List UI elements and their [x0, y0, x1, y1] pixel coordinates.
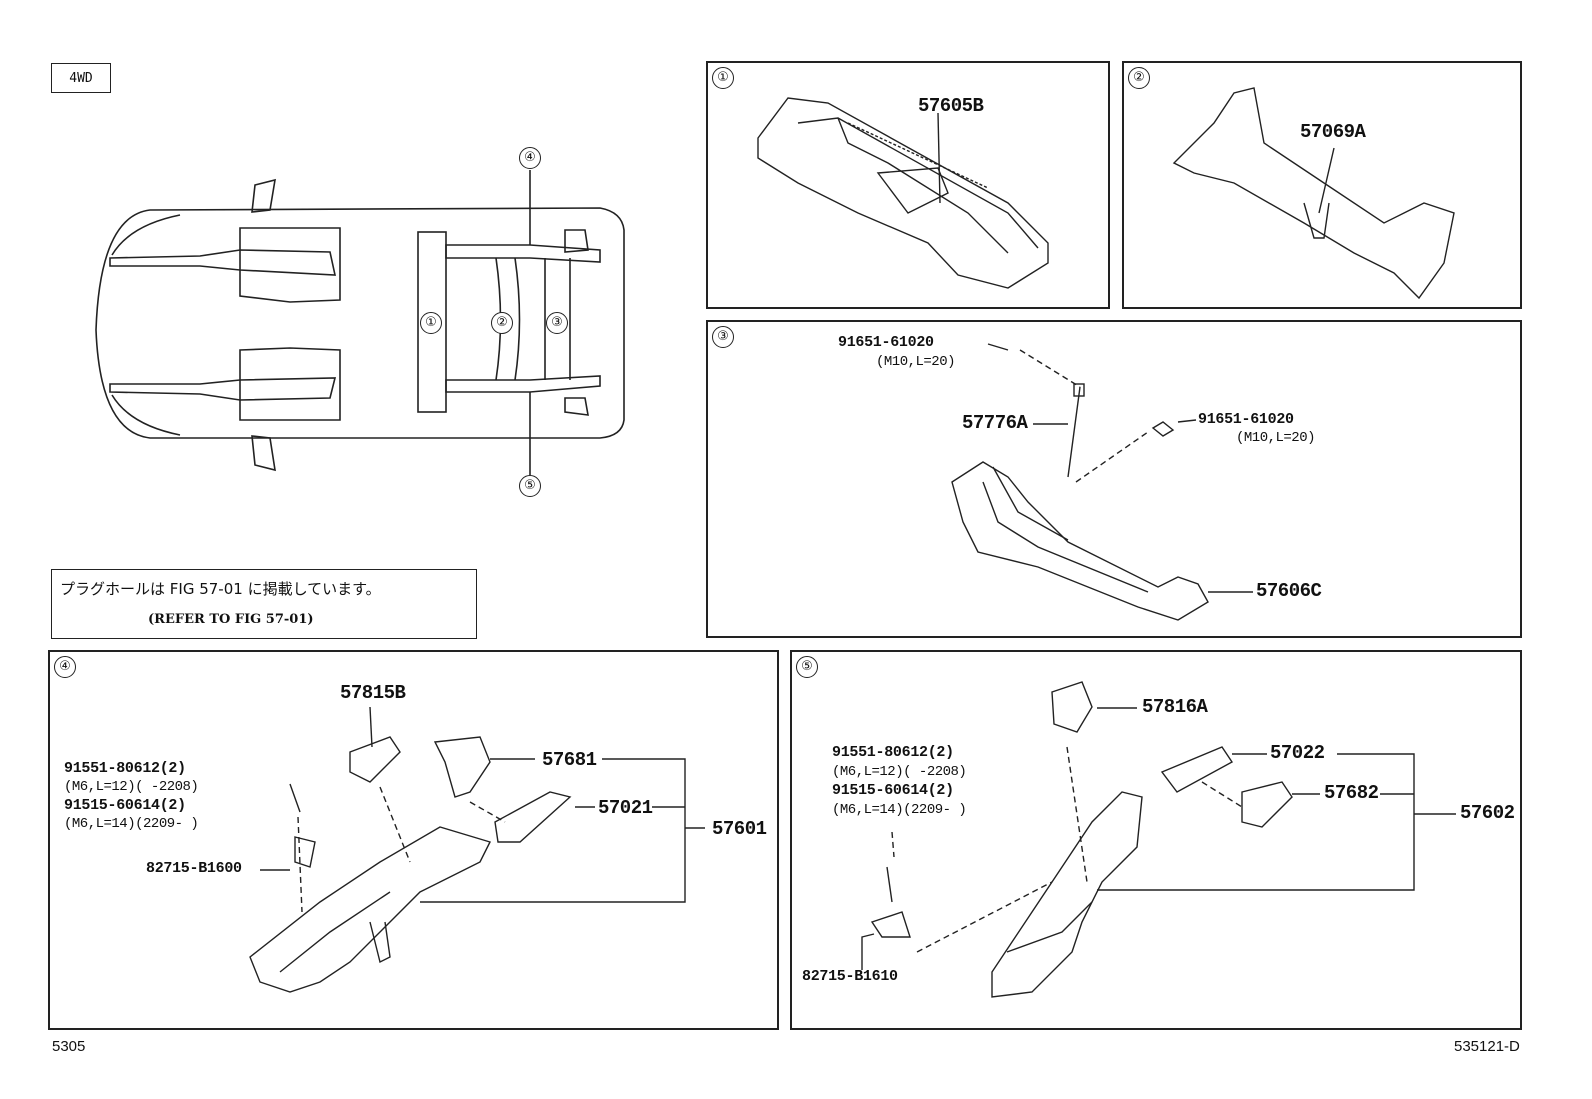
car-body-outline	[95, 207, 625, 439]
part-57682: 57682	[1324, 782, 1379, 804]
panel-2: ② 57069A	[1122, 61, 1522, 309]
panel-4-marker: ④	[54, 656, 76, 678]
panel-5-marker: ⑤	[796, 656, 818, 678]
note-japanese: プラグホールは FIG 57-01 に掲載しています。	[60, 580, 381, 598]
panel-4: ④ 57815B 57681 57021 57601 91551-80612(2…	[48, 650, 779, 1030]
part-82715-B1610: 82715-B1610	[802, 968, 898, 985]
drive-type-tag: 4WD	[51, 63, 111, 93]
footer-figure-code: 535121-D	[1454, 1038, 1520, 1055]
bolt-91551-80612-r: 91551-80612(2)	[832, 744, 954, 761]
bolt-91651-61020-b: 91651-61020	[1198, 411, 1294, 428]
panel-3: ③ 91651-61020 (M10,L=20) 57776A 91651-61…	[706, 320, 1522, 638]
overview-marker-1: ①	[420, 312, 442, 334]
bolt-91515-60614-spec: (M6,L=14)(2209- )	[64, 816, 199, 832]
part-57021: 57021	[598, 797, 653, 819]
part-57602: 57602	[1460, 802, 1515, 824]
bolt-91551-80612-spec: (M6,L=12)( -2208)	[64, 779, 199, 795]
part-57681: 57681	[542, 749, 597, 771]
panel-2-marker: ②	[1128, 67, 1150, 89]
part-57816A: 57816A	[1142, 696, 1208, 718]
bolt-91551-80612: 91551-80612(2)	[64, 760, 186, 777]
panel-3-marker: ③	[712, 326, 734, 348]
panel-1-drawing	[757, 97, 1049, 289]
panel-2-drawing	[1172, 87, 1455, 300]
part-57605B: 57605B	[918, 95, 984, 117]
bolt-91515-60614-r: 91515-60614(2)	[832, 782, 954, 799]
overview-marker-5: ⑤	[519, 475, 541, 497]
part-57601: 57601	[712, 818, 767, 840]
panel-1-marker: ①	[712, 67, 734, 89]
bolt-91651-61020-b-spec: (M10,L=20)	[1236, 430, 1316, 446]
footer-page-code: 5305	[52, 1038, 86, 1055]
part-57069A: 57069A	[1300, 121, 1366, 143]
part-57022: 57022	[1270, 742, 1325, 764]
bolt-91515-60614-r-spec: (M6,L=14)(2209- )	[832, 802, 967, 818]
bolt-91515-60614: 91515-60614(2)	[64, 797, 186, 814]
overview-marker-4: ④	[519, 147, 541, 169]
panel-5-drawing	[861, 681, 1456, 998]
note-english: (REFER TO FIG 57-01)	[148, 612, 314, 627]
part-82715-B1600: 82715-B1600	[146, 860, 242, 877]
panel-4-drawing	[249, 706, 705, 993]
panel-3-drawing	[951, 343, 1253, 621]
overview-marker-2: ②	[491, 312, 513, 334]
refer-note: プラグホールは FIG 57-01 に掲載しています。 (REFER TO FI…	[51, 569, 477, 639]
part-57815B: 57815B	[340, 682, 406, 704]
part-57606C: 57606C	[1256, 580, 1322, 602]
panel-1: ① 57605B	[706, 61, 1110, 309]
part-57776A: 57776A	[962, 412, 1028, 434]
bolt-91651-61020-a-spec: (M10,L=20)	[876, 354, 956, 370]
bolt-91551-80612-r-spec: (M6,L=12)( -2208)	[832, 764, 967, 780]
panel-5: ⑤ 57816A 57022 57682 57602 91551-80612(2…	[790, 650, 1522, 1030]
overview-marker-3: ③	[546, 312, 568, 334]
bolt-91651-61020-a: 91651-61020	[838, 334, 934, 351]
